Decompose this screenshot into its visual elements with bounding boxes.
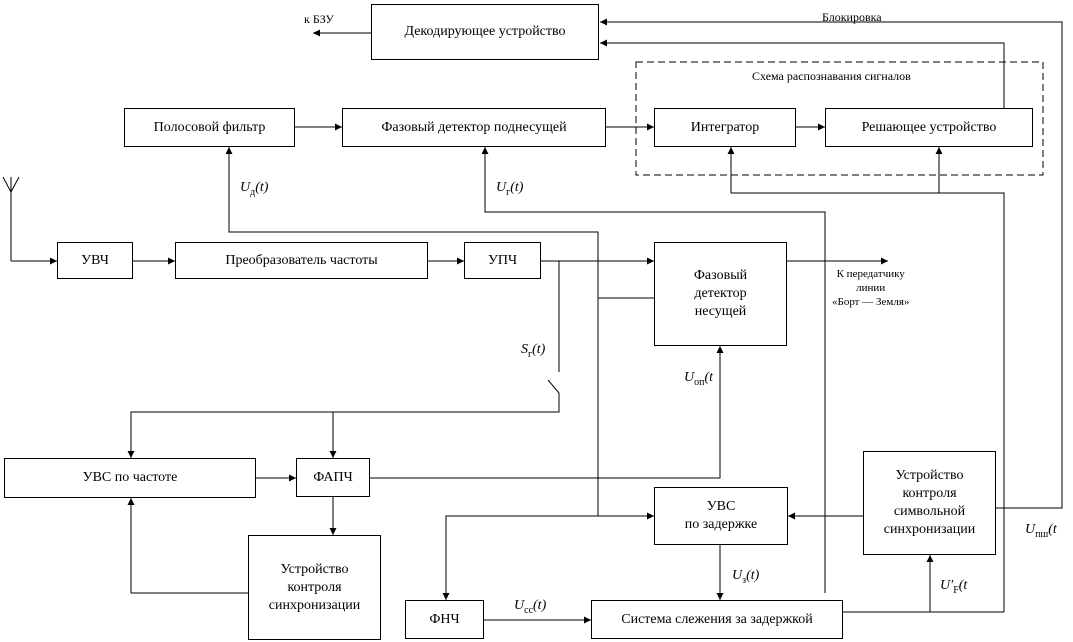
signal-uf-label: U′F(t bbox=[940, 578, 968, 596]
subcarrier-phase-detector-block: Фазовый детектор поднесущей bbox=[342, 108, 606, 147]
antenna bbox=[2, 176, 20, 261]
wire-uf bbox=[843, 555, 934, 613]
delay-search-block: УВС по задержке bbox=[654, 487, 788, 545]
signal-ucc-label: Uсс(t) bbox=[514, 598, 547, 616]
delay-tracking-block: Система слежения за задержкой bbox=[591, 600, 843, 639]
recognition-scheme-label: Схема распознавания сигналов bbox=[752, 69, 911, 83]
rf-amplifier-block: УВЧ bbox=[57, 242, 133, 279]
signal-uop-label: Uоп(t bbox=[684, 370, 714, 388]
if-amplifier-block: УПЧ bbox=[464, 242, 541, 279]
frequency-search-block: УВС по частоте bbox=[4, 458, 256, 498]
wire-uop bbox=[370, 346, 724, 479]
recognition-scheme-frame bbox=[635, 61, 1044, 176]
wire-to-lpf bbox=[442, 515, 598, 600]
wire-blocking bbox=[600, 18, 1063, 509]
to-bzu-label: к БЗУ bbox=[304, 12, 334, 26]
lpf-block: ФНЧ bbox=[405, 600, 484, 639]
switch-sg bbox=[130, 261, 560, 458]
signal-ud-label: Uд(t) bbox=[240, 180, 269, 198]
wire-feed-recognition bbox=[727, 147, 1005, 612]
signal-uz-label: Uз(t) bbox=[732, 568, 760, 586]
symbol-sync-control-block: Устройство контроля символьной синхрониз… bbox=[863, 451, 996, 555]
decision-device-block: Решающее устройство bbox=[825, 108, 1033, 147]
wire-decision-decoder bbox=[600, 39, 1005, 108]
bandpass-filter-block: Полосовой фильтр bbox=[124, 108, 295, 147]
signal-upsh-label: Uпш(t bbox=[1025, 522, 1057, 540]
blocking-label: Блокировка bbox=[822, 10, 882, 24]
frequency-converter-block: Преобразователь частоты bbox=[175, 242, 428, 279]
signal-ug-label: Uг(t) bbox=[496, 180, 524, 198]
integrator-block: Интегратор bbox=[654, 108, 796, 147]
signal-sg-label: Sг(t) bbox=[521, 342, 546, 360]
carrier-phase-detector-block: Фазовый детектор несущей bbox=[654, 242, 787, 346]
to-transmitter-label: К передатчику линии «Борт — Земля» bbox=[832, 268, 910, 308]
wire-sync-freqsearch bbox=[127, 498, 248, 594]
wire-ud bbox=[225, 147, 599, 298]
wire-ug bbox=[481, 147, 826, 593]
decoder-block: Декодирующее устройство bbox=[371, 4, 599, 60]
sync-control-block: Устройство контроля синхронизации bbox=[248, 535, 381, 640]
pll-block: ФАПЧ bbox=[296, 458, 370, 497]
